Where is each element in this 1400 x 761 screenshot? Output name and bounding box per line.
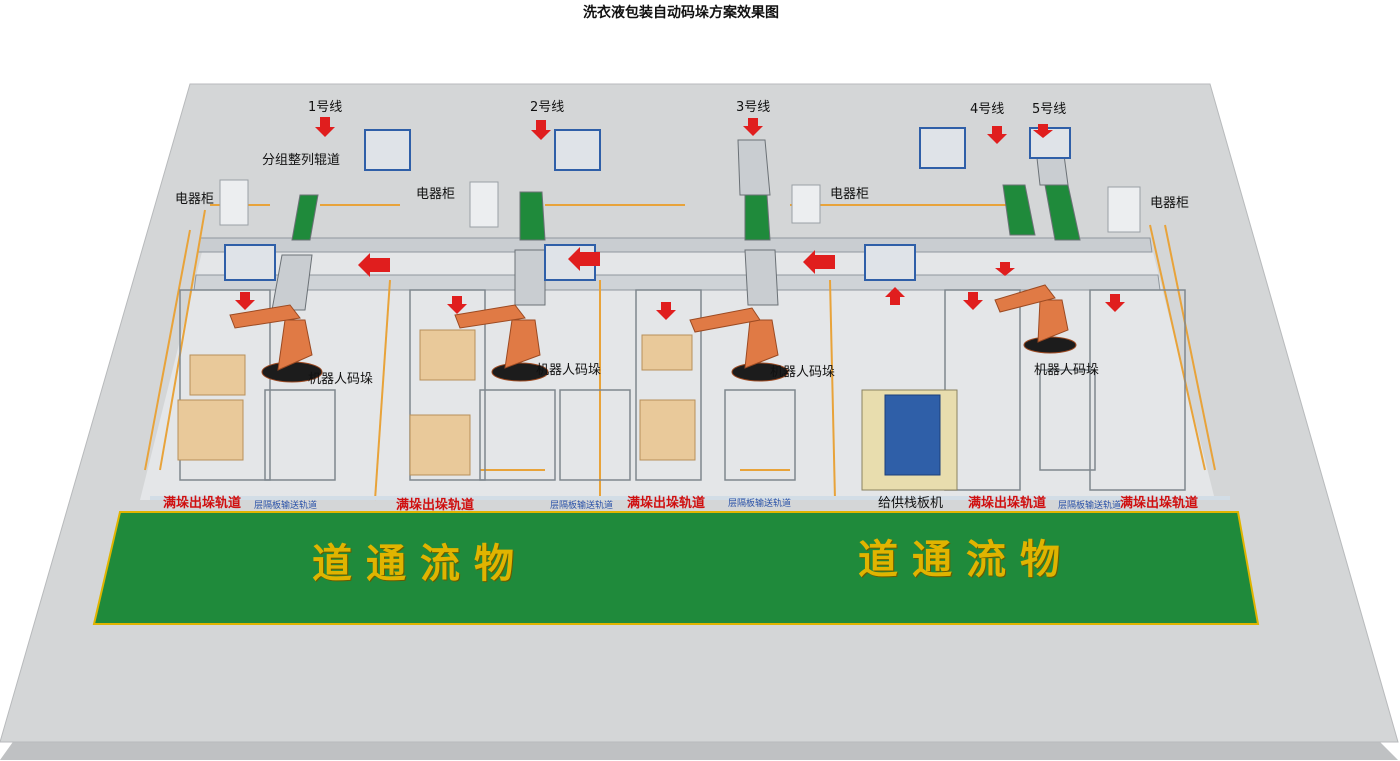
stacking-bays bbox=[179, 289, 1186, 491]
cargo-stacks bbox=[177, 329, 696, 476]
full-stack-label-5: 满垛出垛轨道 bbox=[1120, 496, 1199, 511]
robot-label-1: 机器人码垛 bbox=[308, 372, 374, 387]
cabinet-label-4: 电器柜 bbox=[1150, 196, 1190, 211]
main-conveyor bbox=[197, 237, 1153, 253]
pallet-supply-machine bbox=[861, 389, 958, 491]
full-stack-label-1: 满垛出垛轨道 bbox=[163, 496, 242, 511]
page-title: 洗衣液包装自动码垛方案效果图 bbox=[583, 5, 779, 21]
electric-cabinets bbox=[219, 179, 1141, 233]
line-label-2: 2号线 bbox=[530, 100, 565, 115]
infeed-conveyors bbox=[271, 139, 1081, 311]
separator-label-4: 层隔板输送轨道 bbox=[1058, 501, 1122, 511]
logistics-label-right: 物流通道 bbox=[858, 536, 1074, 583]
full-stack-label-4: 满垛出垛轨道 bbox=[968, 496, 1047, 511]
flow-arrows bbox=[235, 117, 1125, 320]
line-label-5: 5号线 bbox=[1032, 102, 1067, 117]
line-label-4: 4号线 bbox=[970, 102, 1005, 117]
pallet-supply-label: 给供栈板机 bbox=[878, 496, 944, 511]
main-conveyor-lower bbox=[193, 274, 1161, 291]
robot-label-4: 机器人码垛 bbox=[1034, 363, 1100, 378]
logistics-channel bbox=[92, 511, 1260, 625]
group-roller-label: 分组整列辊道 bbox=[262, 153, 341, 168]
separator-label-1: 层隔板输送轨道 bbox=[254, 501, 318, 511]
robot-label-2: 机器人码垛 bbox=[536, 363, 602, 378]
separator-label-2: 层隔板输送轨道 bbox=[550, 501, 614, 511]
line-label-1: 1号线 bbox=[308, 100, 343, 115]
logistics-label-left: 物流通道 bbox=[312, 540, 528, 587]
grouping-machines bbox=[224, 127, 1071, 281]
cabinet-label-3: 电器柜 bbox=[830, 187, 870, 202]
cabinet-label-1: 电器柜 bbox=[175, 192, 215, 207]
line-label-3: 3号线 bbox=[736, 100, 771, 115]
fence-group bbox=[144, 204, 1216, 501]
full-stack-label-2: 满垛出垛轨道 bbox=[396, 498, 475, 513]
robot-label-3: 机器人码垛 bbox=[770, 365, 836, 380]
robots bbox=[229, 284, 1077, 383]
full-stack-label-3: 满垛出垛轨道 bbox=[627, 496, 706, 511]
separator-label-3: 层隔板输送轨道 bbox=[728, 499, 792, 509]
cabinet-label-2: 电器柜 bbox=[416, 187, 456, 202]
